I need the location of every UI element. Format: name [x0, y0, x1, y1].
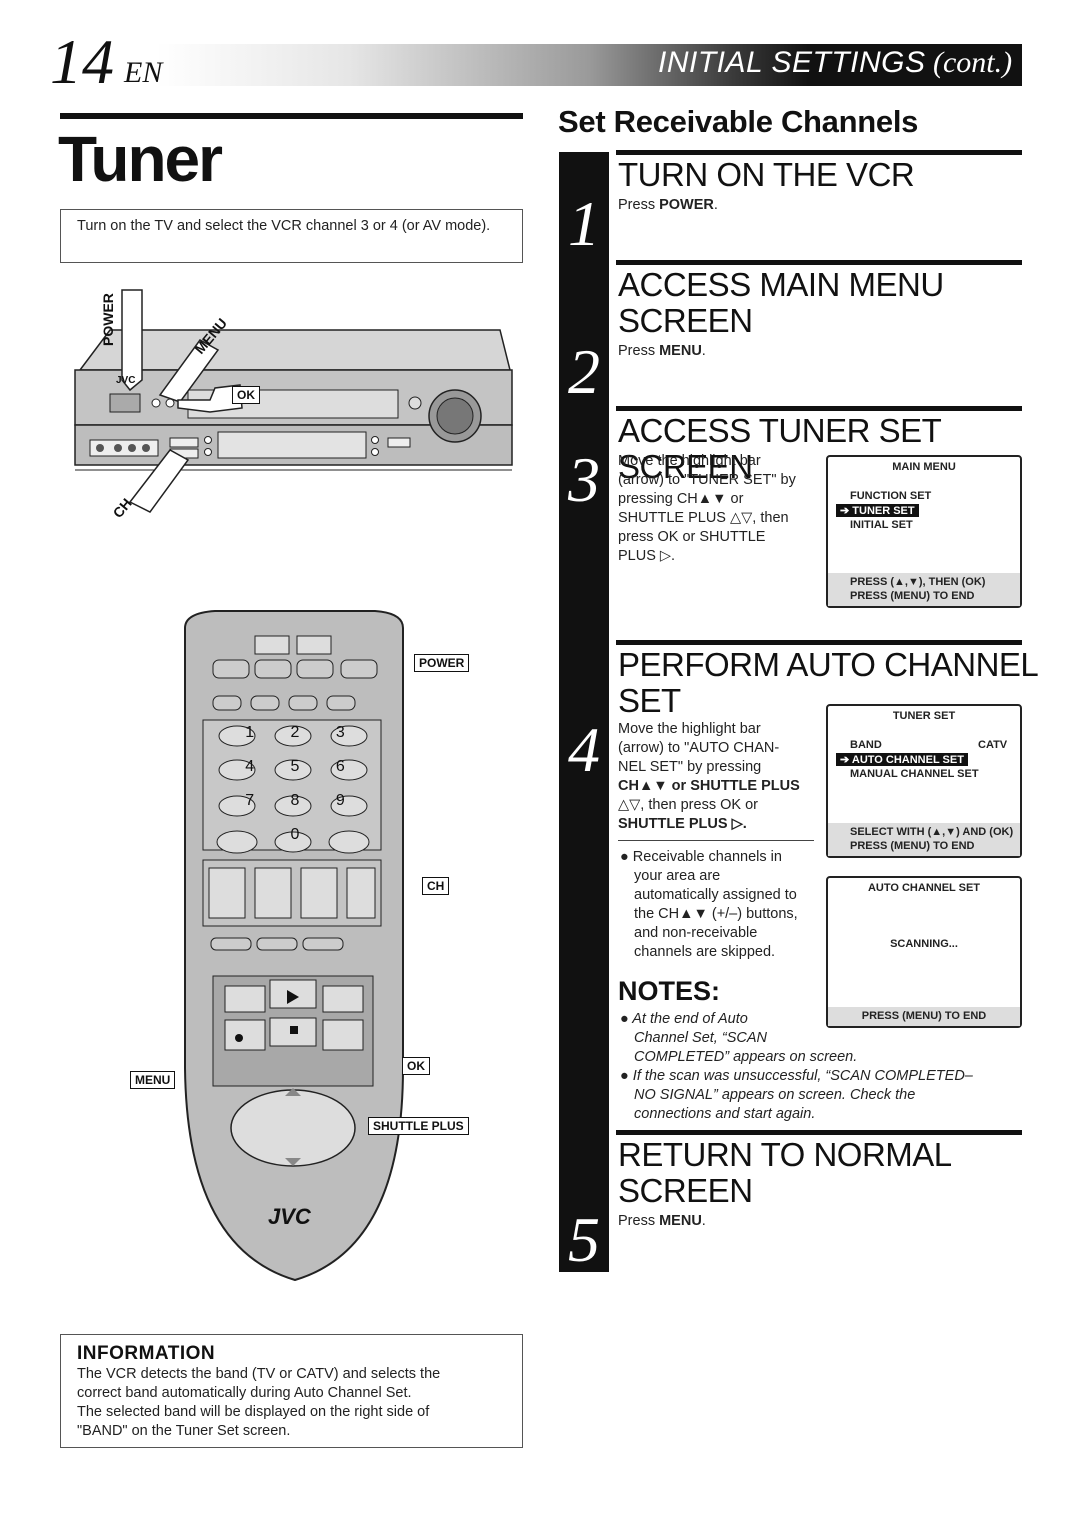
information-line: "BAND" on the Tuner Set screen. — [77, 1423, 291, 1439]
step-3-title: ACCESS TUNER SET SCREEN — [618, 412, 941, 485]
vcr-power-label: POWER — [100, 293, 116, 346]
step-stripe — [559, 152, 609, 1272]
remote-ch-label: CH — [422, 877, 450, 895]
language-code: EN — [124, 56, 163, 89]
key-2[interactable]: 2 — [290, 724, 300, 741]
information-line: The VCR detects the band (TV or CATV) an… — [77, 1366, 441, 1382]
chapter-cont: (cont.) — [933, 46, 1013, 79]
osd-highlight: ➔ AUTO CHANNEL SET — [836, 753, 968, 766]
step-number-2: 2 — [568, 336, 600, 407]
key-3[interactable]: 3 — [335, 724, 345, 741]
step-1-text: Press POWER. — [618, 197, 718, 213]
step-4-bullet: ● Receivable channels in your area are a… — [620, 849, 798, 960]
key-7[interactable]: 7 — [245, 792, 255, 809]
remote-illustration — [184, 610, 404, 1282]
step-3-text: Move the highlight bar(arrow) to "TUNER … — [618, 453, 796, 564]
note-2: ● If the scan was unsuccessful, “SCAN CO… — [620, 1068, 973, 1122]
step-number-1: 1 — [568, 188, 600, 259]
key-4[interactable]: 4 — [245, 758, 255, 775]
step-rule — [616, 406, 1022, 411]
remote-power-label: POWER — [414, 654, 470, 672]
remote-ok-label: OK — [402, 1057, 430, 1075]
chapter-title: INITIAL SETTINGS (cont.) — [658, 46, 1012, 80]
step-5-text: Press MENU. — [618, 1213, 706, 1229]
information-line: correct band automatically during Auto C… — [77, 1385, 412, 1401]
header-bar — [60, 44, 1022, 86]
information-box: INFORMATION The VCR detects the band (TV… — [60, 1334, 523, 1448]
key-9[interactable]: 9 — [335, 792, 345, 809]
intro-box: Turn on the TV and select the VCR channe… — [60, 209, 523, 263]
step-number-5: 5 — [568, 1204, 600, 1275]
remote-menu-label: MENU — [130, 1071, 176, 1089]
osd-highlight: ➔ TUNER SET — [836, 504, 919, 517]
section-title: Set Receivable Channels — [558, 104, 919, 139]
key-5[interactable]: 5 — [290, 758, 300, 775]
step-2-text: Press MENU. — [618, 343, 706, 359]
step-rule — [616, 150, 1022, 155]
key-6[interactable]: 6 — [335, 758, 345, 775]
information-line: The selected band will be displayed on t… — [77, 1404, 430, 1420]
step-rule — [616, 1130, 1022, 1135]
key-1[interactable]: 1 — [245, 724, 255, 741]
remote-shuttle-label: SHUTTLE PLUS — [368, 1117, 469, 1135]
key-8[interactable]: 8 — [290, 792, 300, 809]
step-rule — [616, 260, 1022, 265]
osd-tuner-set: TUNER SET BAND CATV ➔ AUTO CHANNEL SET M… — [826, 704, 1022, 858]
step-4-text: Move the highlight bar(arrow) to "AUTO C… — [618, 721, 800, 832]
osd-main-menu: MAIN MENU FUNCTION SET ➔ TUNER SET INITI… — [826, 455, 1022, 608]
information-heading: INFORMATION — [77, 1343, 216, 1364]
osd-auto-channel-set: AUTO CHANNEL SET SCANNING... PRESS (MENU… — [826, 876, 1022, 1028]
vcr-illustration — [74, 289, 513, 513]
title-rule — [60, 113, 523, 119]
remote-keypad: 1 2 3 4 5 6 7 8 9 0 — [227, 724, 363, 844]
divider — [618, 840, 814, 841]
step-rule — [616, 640, 1022, 645]
step-number-3: 3 — [568, 444, 600, 515]
vcr-brand-logo: JVC — [116, 375, 136, 386]
step-1-title: TURN ON THE VCR — [618, 156, 915, 193]
intro-text: Turn on the TV and select the VCR channe… — [77, 218, 491, 234]
notes-heading: NOTES: — [618, 976, 721, 1006]
step-number-4: 4 — [568, 714, 600, 785]
page-number: 14 — [50, 26, 114, 97]
note-1: ● At the end of Auto Channel Set, “SCAN … — [620, 1011, 858, 1065]
chapter-name: INITIAL SETTINGS — [658, 46, 926, 79]
remote-brand-logo: JVC — [268, 1204, 311, 1229]
key-0[interactable]: 0 — [290, 826, 300, 843]
vcr-ok-label: OK — [232, 386, 260, 404]
page-title: Tuner — [58, 123, 223, 195]
